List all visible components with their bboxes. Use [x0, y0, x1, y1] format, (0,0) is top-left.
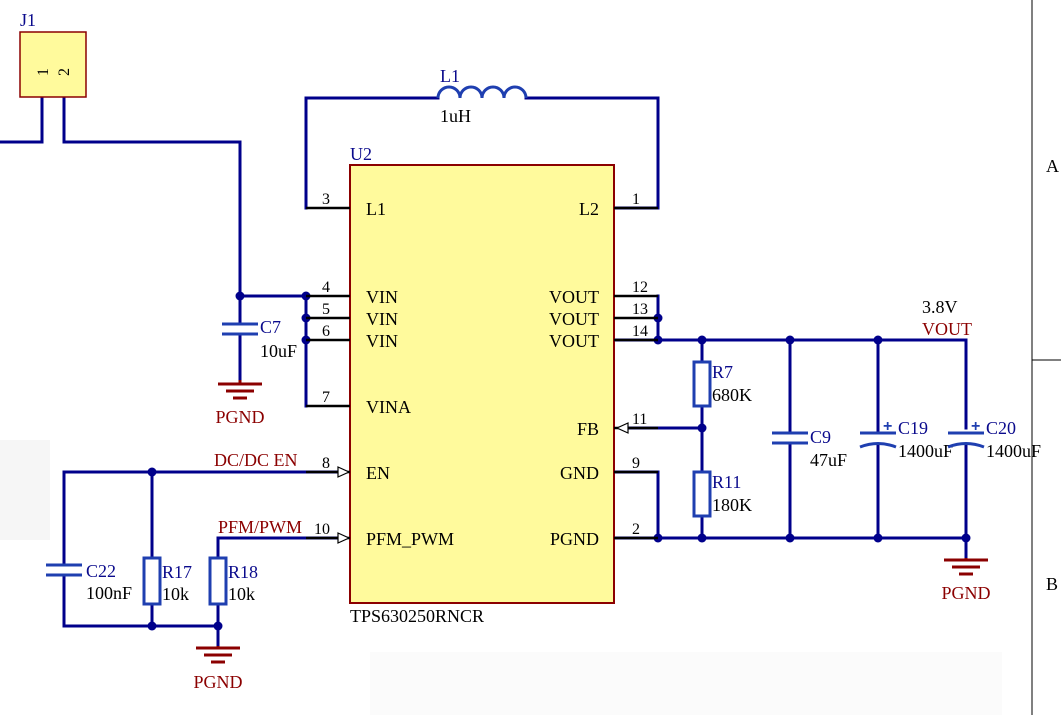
pin-name-fb: FB — [577, 419, 599, 439]
pin-name-gnd: GND — [560, 463, 599, 483]
c9-ref: C9 — [810, 427, 831, 447]
pin-name-vin-6: VIN — [366, 331, 398, 351]
connector-j1[interactable]: J1 1 2 — [19, 10, 87, 98]
pin-num-8: 8 — [322, 455, 330, 472]
pin-num-12: 12 — [632, 279, 648, 296]
pin-name-l2: L2 — [579, 199, 599, 219]
ground-symbol-out: PGND — [941, 558, 991, 603]
pin-num-1: 1 — [632, 191, 640, 208]
pin-name-en: EN — [366, 463, 390, 483]
resistor-r11[interactable]: R11 180K — [692, 470, 752, 518]
pin-num-4: 4 — [322, 279, 330, 296]
pin-num-14: 14 — [632, 323, 648, 340]
capacitor-c22[interactable]: C22 100nF — [46, 561, 132, 603]
resistor-r18[interactable]: R18 10k — [208, 556, 258, 606]
c22-value: 100nF — [86, 583, 132, 603]
zone-label-a: A — [1046, 156, 1059, 176]
junction-dots — [147, 291, 971, 631]
pin-num-6: 6 — [322, 323, 330, 340]
edge-artifact — [0, 440, 50, 540]
inductor-l1[interactable]: L1 1uH — [436, 66, 528, 126]
r18-value: 10k — [228, 584, 255, 604]
j1-pin2: 2 — [56, 68, 73, 76]
net-label-dcdc-en: DC/DC EN — [214, 450, 298, 470]
capacitor-c9[interactable]: C9 47uF — [772, 427, 847, 470]
pin-num-3: 3 — [322, 191, 330, 208]
pin-num-11: 11 — [632, 411, 647, 428]
blank-region — [370, 652, 1002, 715]
c20-ref: C20 — [986, 418, 1016, 438]
pin-name-vin-5: VIN — [366, 309, 398, 329]
resistor-r7[interactable]: R7 680K — [692, 360, 752, 408]
r17-value: 10k — [162, 584, 189, 604]
r7-ref: R7 — [712, 362, 733, 382]
pin-name-vout-12: VOUT — [549, 287, 599, 307]
r18-ref: R18 — [228, 562, 258, 582]
net-label-pfm-pwm: PFM/PWM — [218, 517, 302, 537]
pin-name-vina: VINA — [366, 397, 411, 417]
c22-ref: C22 — [86, 561, 116, 581]
sheet-border: A B — [1031, 0, 1061, 715]
pin-name-pgnd: PGND — [550, 529, 599, 549]
j1-pin1: 1 — [35, 68, 52, 76]
c20-polarity-icon: + — [971, 418, 980, 435]
capacitor-c20[interactable]: + C20 1400uF — [947, 418, 1041, 461]
c9-value: 47uF — [810, 450, 847, 470]
c19-value: 1400uF — [898, 441, 953, 461]
ic-part-number: TPS630250RNCR — [350, 606, 484, 626]
ic-ref: U2 — [350, 144, 372, 164]
pin-name-vout-14: VOUT — [549, 331, 599, 351]
r7-value: 680K — [712, 385, 752, 405]
r11-ref: R11 — [712, 472, 741, 492]
pin-name-l1: L1 — [366, 199, 386, 219]
pin-name-vin-4: VIN — [366, 287, 398, 307]
pin-name-vout-13: VOUT — [549, 309, 599, 329]
j1-ref: J1 — [20, 10, 36, 30]
pin-num-7: 7 — [322, 389, 330, 406]
net-label-vout: VOUT — [922, 319, 972, 339]
l1-value: 1uH — [440, 106, 471, 126]
c19-ref: C19 — [898, 418, 928, 438]
r11-value: 180K — [712, 495, 752, 515]
pin-num-2: 2 — [632, 521, 640, 538]
pgnd-label-2: PGND — [941, 583, 990, 603]
c20-value: 1400uF — [986, 441, 1041, 461]
resistor-r17[interactable]: R17 10k — [142, 556, 192, 606]
zone-label-b: B — [1046, 574, 1058, 594]
pin-num-10: 10 — [314, 521, 330, 538]
capacitor-c19[interactable]: + C19 1400uF — [859, 418, 953, 461]
ic-right-pins: 1 12 13 14 11 9 2 L2 VOUT VOUT VOUT FB G… — [549, 191, 658, 549]
pin-num-5: 5 — [322, 301, 330, 318]
l1-ref: L1 — [440, 66, 460, 86]
pin-num-9: 9 — [632, 455, 640, 472]
ic-left-pins: 3 4 5 6 7 8 10 L1 VIN VIN VIN VINA EN PF… — [306, 191, 454, 549]
capacitor-c7[interactable]: C7 10uF — [222, 317, 297, 361]
ground-symbol-c7: PGND — [215, 380, 265, 427]
r17-ref: R17 — [162, 562, 192, 582]
c7-value: 10uF — [260, 341, 297, 361]
ic-u2[interactable]: U2 TPS630250RNCR 3 4 5 6 7 8 10 L1 VIN V… — [306, 144, 658, 626]
ground-symbol-en: PGND — [193, 646, 243, 692]
pgnd-label-1: PGND — [215, 407, 264, 427]
pgnd-label-3: PGND — [193, 672, 242, 692]
c19-polarity-icon: + — [883, 418, 892, 435]
net-label-voltage: 3.8V — [922, 297, 958, 317]
c7-ref: C7 — [260, 317, 281, 337]
pin-name-pfm-pwm: PFM_PWM — [366, 529, 454, 549]
pin-num-13: 13 — [632, 301, 648, 318]
